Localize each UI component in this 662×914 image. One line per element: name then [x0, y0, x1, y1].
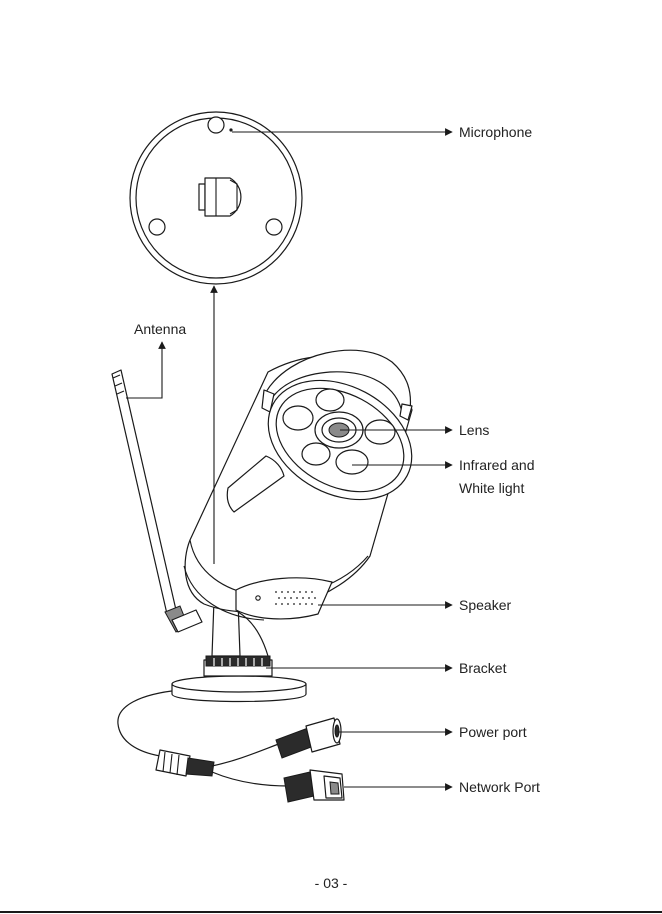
antenna: [112, 370, 202, 632]
microphone-hole: [229, 128, 232, 131]
label-microphone: Microphone: [459, 124, 532, 140]
speaker-grille: [236, 578, 332, 619]
screw-hole-top: [208, 117, 224, 133]
screw-hole-left: [149, 219, 165, 235]
antenna-arrow: [126, 342, 162, 398]
page-number: - 03 -: [315, 875, 348, 891]
cable-grommet: [199, 178, 241, 216]
label-infrared-line1: Infrared and: [459, 457, 535, 473]
label-network-port: Network Port: [459, 779, 540, 795]
screw-hole-right: [266, 219, 282, 235]
bottom-rule: [0, 911, 662, 913]
power-port-connector: [276, 718, 341, 758]
label-lens: Lens: [459, 422, 489, 438]
label-power-port: Power port: [459, 724, 527, 740]
camera-rear-view: [130, 112, 302, 284]
label-bracket: Bracket: [459, 660, 507, 676]
label-infrared-line2: White light: [459, 480, 524, 496]
cable: [118, 690, 288, 786]
label-antenna: Antenna: [134, 321, 186, 337]
label-speaker: Speaker: [459, 597, 511, 613]
network-port-connector: [284, 770, 344, 802]
camera-side-view: [112, 350, 432, 802]
